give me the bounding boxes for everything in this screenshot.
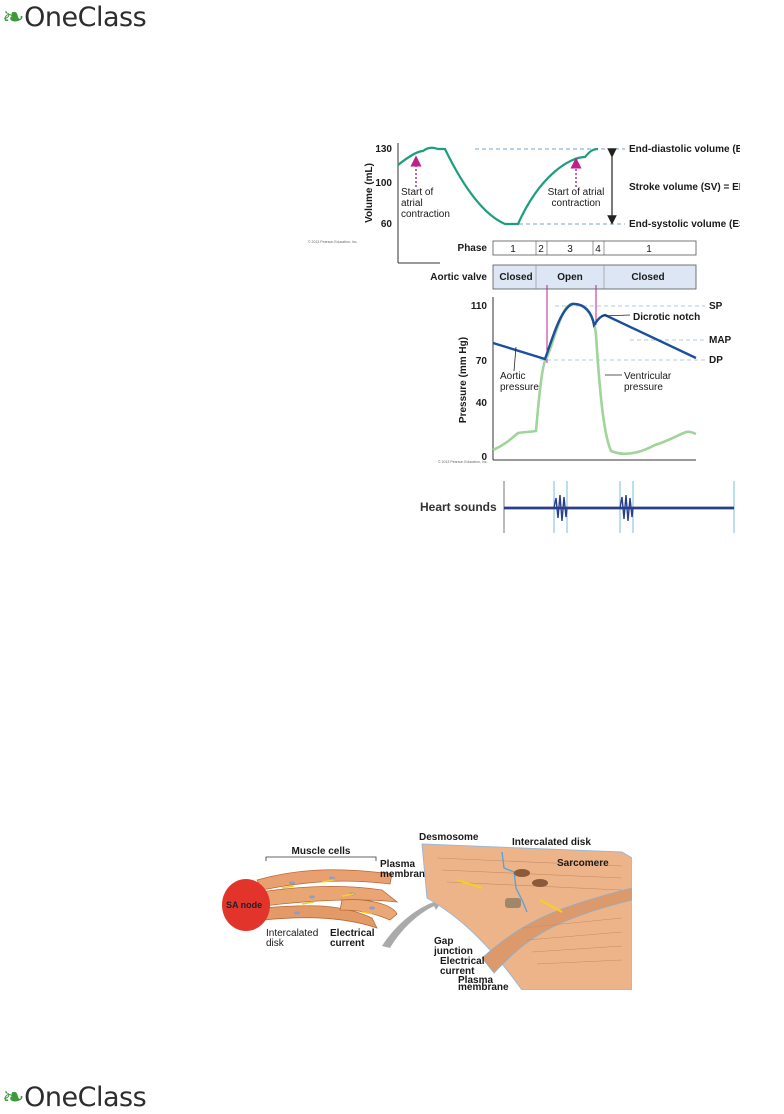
phase-2: 2 — [538, 244, 544, 255]
heart-sound-s2 — [619, 494, 634, 522]
volume-tick-100: 100 — [375, 178, 392, 189]
volume-tick-130: 130 — [375, 144, 392, 155]
phase-label: Phase — [458, 243, 488, 254]
esv-label: End-systolic volume (ESV) — [629, 219, 740, 230]
desmosome-label: Desmosome — [419, 832, 479, 843]
heart-sounds-panel: Heart sounds — [420, 481, 735, 533]
phase-1-end: 1 — [646, 244, 652, 255]
oneclass-logo-footer[interactable]: ❧OneClass — [2, 1082, 147, 1113]
edv-label: End-diastolic volume (EDV) — [629, 144, 740, 155]
aortic-valve-label: Aortic valve — [430, 272, 487, 283]
heart-sounds-label: Heart sounds — [420, 500, 497, 514]
pressure-tick-40: 40 — [476, 398, 488, 409]
dp-label: DP — [709, 355, 723, 366]
phase-4: 4 — [595, 244, 601, 255]
volume-tick-60: 60 — [381, 219, 393, 230]
sarcomere-label: Sarcomere — [557, 858, 609, 869]
sa-node-shape — [222, 879, 270, 931]
sv-label: Stroke volume (SV) = EDV – ESV — [629, 182, 740, 193]
heart-sound-s1 — [553, 494, 568, 522]
phase-1: 1 — [510, 244, 516, 255]
volume-axis-label: Volume (mL) — [364, 163, 375, 223]
dicrotic-notch-label: Dicrotic notch — [633, 312, 700, 323]
phase-3: 3 — [567, 244, 573, 255]
gap-junction-shape — [505, 898, 521, 908]
leaf-icon: ❧ — [2, 1082, 25, 1113]
pressure-axis-label: Pressure (mm Hg) — [458, 337, 469, 423]
volume-curve — [397, 146, 599, 226]
muscle-cells-label: Muscle cells — [292, 846, 351, 857]
oneclass-logo-header[interactable]: ❧OneClass — [2, 2, 147, 33]
pressure-tick-0: 0 — [481, 452, 487, 463]
valve-open: Open — [557, 272, 583, 283]
muscle-fibers — [256, 869, 399, 929]
valve-closed-1: Closed — [499, 272, 532, 283]
aortic-valve-row: Aortic valve Closed Open Closed — [430, 264, 697, 290]
intercalated-disk-label-2: Intercalated disk — [512, 837, 591, 848]
desmosome-shape — [514, 869, 530, 877]
phase-row: Phase 1 2 3 4 1 — [458, 240, 697, 256]
volume-copyright: © 2013 Pearson Education, Inc. — [308, 240, 357, 244]
valve-closed-2: Closed — [631, 272, 664, 283]
pressure-tick-70: 70 — [476, 356, 488, 367]
leaf-icon: ❧ — [2, 2, 25, 33]
pressure-copyright: © 2013 Pearson Education, Inc. — [438, 460, 487, 464]
sp-label: SP — [709, 301, 723, 312]
sa-node-label: SA node — [226, 900, 262, 910]
zoom-arrow-icon — [382, 896, 444, 948]
aortic-pressure-curve — [492, 302, 697, 361]
pressure-tick-110: 110 — [471, 301, 488, 312]
pressure-panel: 110 70 40 0 Pressure (mm Hg) SP MAP DP D… — [438, 285, 732, 464]
map-label: MAP — [709, 335, 732, 346]
magnified-cells — [421, 843, 632, 990]
